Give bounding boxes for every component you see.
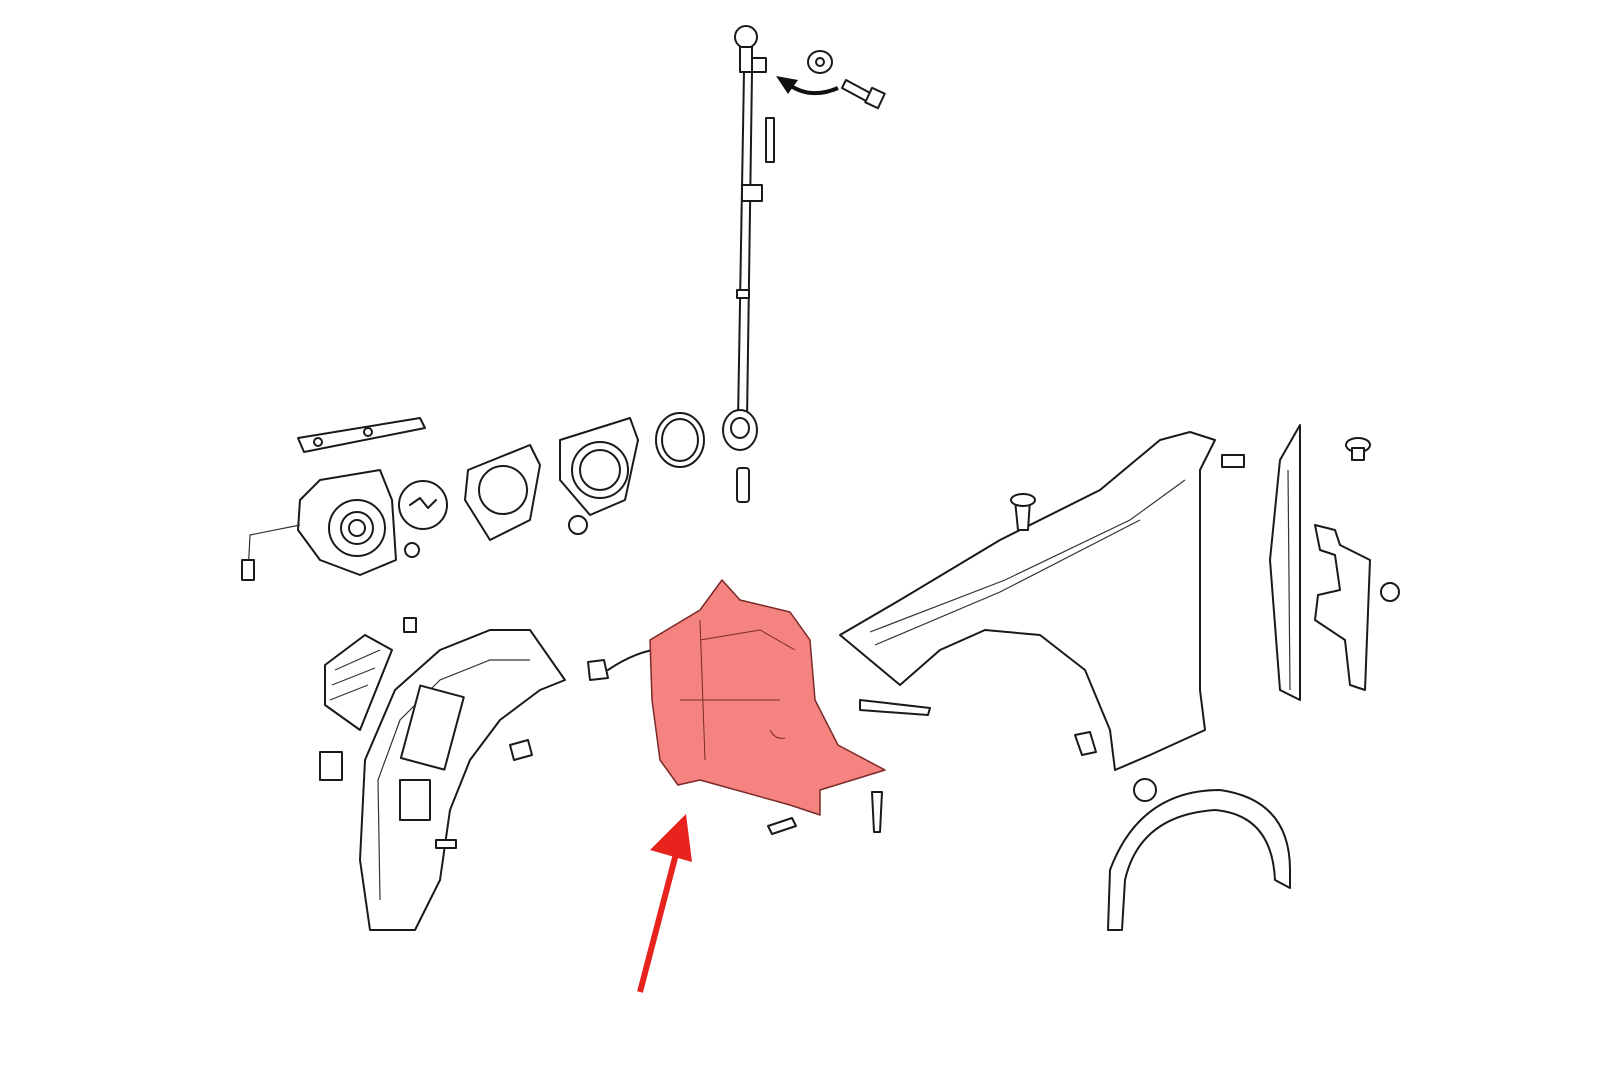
wheel-arch-trim xyxy=(1107,789,1291,931)
pointer-arrow-icon xyxy=(637,814,692,993)
rotation-arrow-icon xyxy=(776,76,839,96)
front-fender xyxy=(839,431,1216,802)
fender-bracket xyxy=(1221,437,1400,691)
bolt xyxy=(841,79,886,110)
cap xyxy=(398,480,448,558)
seal-ring xyxy=(655,412,705,468)
clips xyxy=(319,617,883,849)
fender-seal-strip xyxy=(1269,424,1301,701)
hood-prop-rod xyxy=(722,25,775,503)
air-guide-grille xyxy=(324,634,393,731)
gasket-triangular xyxy=(464,444,588,541)
mounting-bracket xyxy=(297,417,426,453)
highlighted-liner-part xyxy=(649,579,886,816)
headlamp-adjuster-motor xyxy=(241,469,397,581)
front-wheelhouse-liner xyxy=(359,629,566,931)
washer xyxy=(807,50,833,74)
gasket-seal xyxy=(559,417,639,516)
